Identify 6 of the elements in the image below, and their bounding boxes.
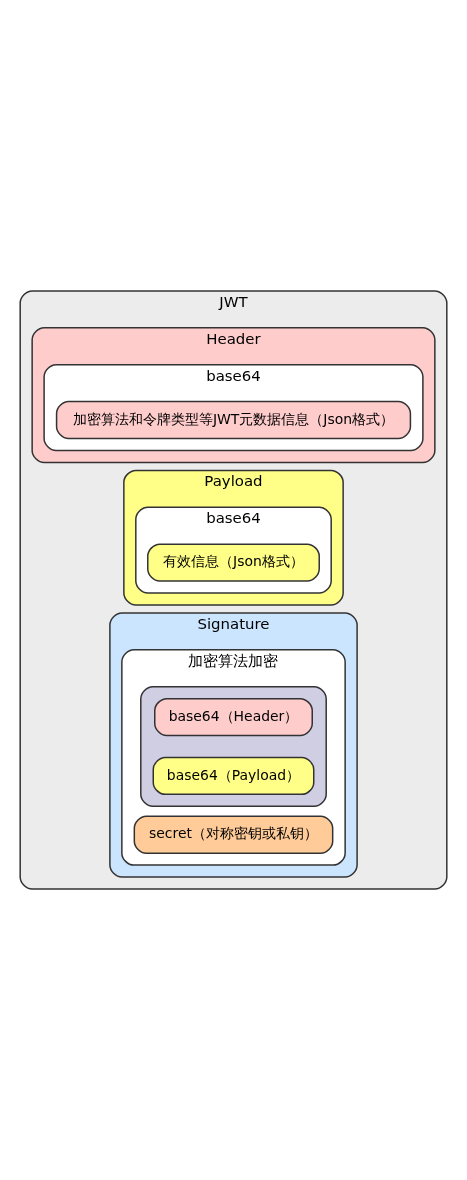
node-box: 加密算法和令牌类型等JWT元数据信息（Json格式） [55, 400, 412, 440]
cluster [140, 685, 327, 808]
node-box: base64（Payload） [152, 756, 315, 796]
node-box: base64（Header） [154, 697, 313, 737]
node-box: secret（对称密钥或私钥） [133, 815, 334, 854]
node-box: 有效信息（Json格式） [147, 543, 320, 582]
